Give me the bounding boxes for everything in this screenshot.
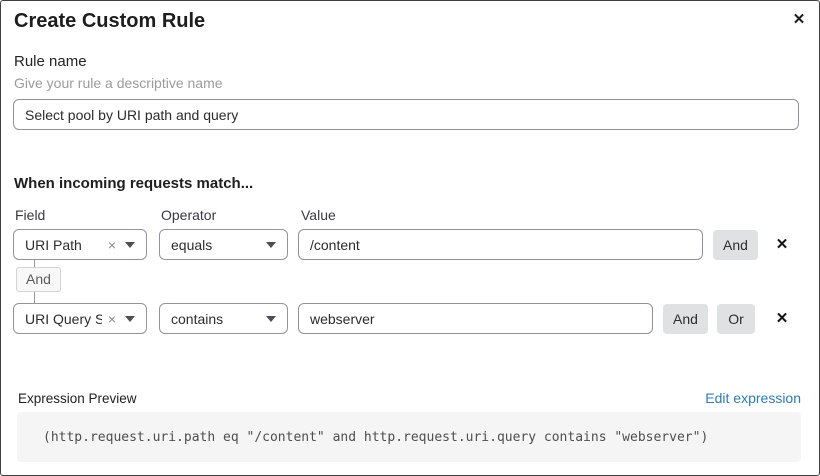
value-input-row1[interactable] xyxy=(298,229,703,260)
add-or-button-row2[interactable]: Or xyxy=(717,304,755,334)
clear-field-icon[interactable]: × xyxy=(107,310,116,327)
operator-select-row2[interactable]: contains xyxy=(159,303,288,334)
edit-expression-link[interactable]: Edit expression xyxy=(705,390,801,406)
rule-name-input[interactable] xyxy=(13,99,799,130)
add-and-button-row1[interactable]: And xyxy=(713,230,758,260)
add-and-button-row2[interactable]: And xyxy=(663,304,708,334)
field-select-row2-value: URI Query St... xyxy=(25,310,102,327)
match-heading: When incoming requests match... xyxy=(14,175,254,192)
clear-field-icon[interactable]: × xyxy=(107,236,116,253)
field-select-row1[interactable]: URI Path × xyxy=(13,229,147,260)
expression-preview-label: Expression Preview xyxy=(18,391,137,406)
rule-name-label: Rule name xyxy=(14,53,87,70)
chevron-down-icon xyxy=(125,241,135,248)
remove-row1-icon[interactable]: ✕ xyxy=(775,236,789,253)
value-input-row2[interactable] xyxy=(298,303,653,334)
field-column-label: Field xyxy=(15,207,46,223)
field-select-row2[interactable]: URI Query St... × xyxy=(13,303,147,334)
expression-preview-code: (http.request.uri.path eq "/content" and… xyxy=(17,412,801,462)
field-select-row1-value: URI Path xyxy=(25,236,82,253)
chevron-down-icon xyxy=(266,241,276,248)
chevron-down-icon xyxy=(266,315,276,322)
operator-column-label: Operator xyxy=(161,207,217,223)
rule-name-hint: Give your rule a descriptive name xyxy=(14,75,223,91)
dialog-title: Create Custom Rule xyxy=(14,10,206,32)
operator-select-row2-value: contains xyxy=(171,310,224,327)
connector-and-badge: And xyxy=(16,267,61,292)
close-icon[interactable]: ✕ xyxy=(792,11,806,28)
chevron-down-icon xyxy=(125,315,135,322)
operator-select-row1-value: equals xyxy=(171,236,213,253)
operator-select-row1[interactable]: equals xyxy=(159,229,288,260)
value-column-label: Value xyxy=(301,207,336,223)
remove-row2-icon[interactable]: ✕ xyxy=(775,310,789,327)
